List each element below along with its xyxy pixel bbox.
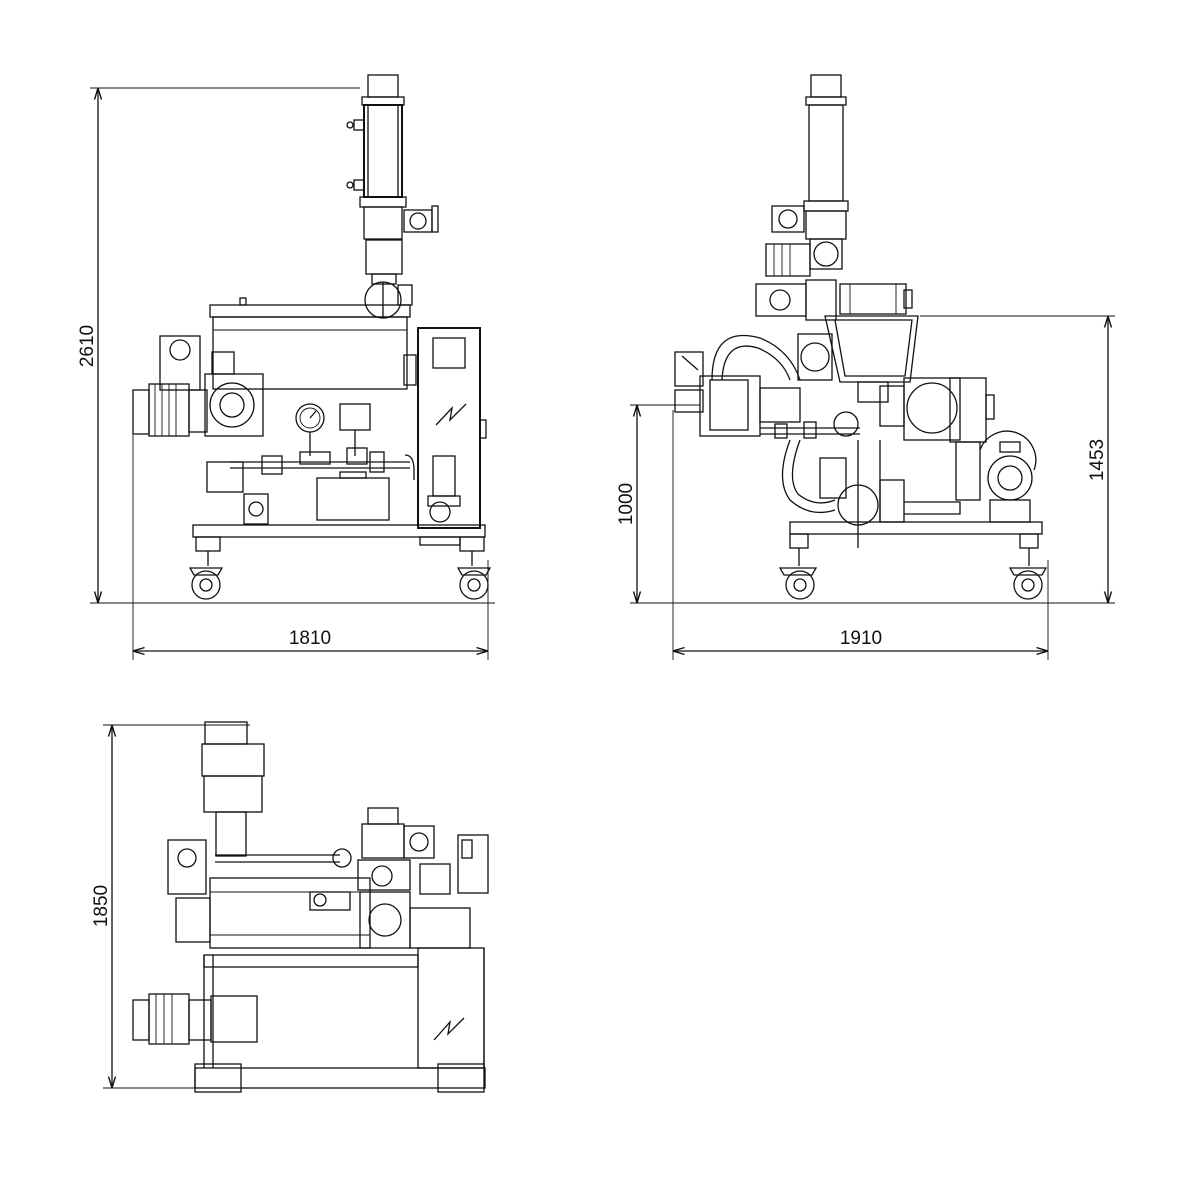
control-cabinet — [417, 327, 487, 529]
plan-left-motors — [132, 839, 258, 1045]
pump-unit — [427, 455, 461, 523]
side-frame — [778, 440, 1048, 600]
dimension-side-width: 1910 — [673, 628, 1048, 651]
dimension-label-side-width: 1910 — [840, 628, 882, 649]
plan-view: 1850 — [91, 721, 489, 1093]
side-feed-column — [765, 74, 849, 277]
front-frame — [188, 524, 492, 600]
dimension-label-top-depth: 1850 — [91, 885, 112, 927]
plan-column — [201, 721, 265, 857]
dimension-front-height: 2610 — [77, 88, 98, 603]
dimension-label-front-height: 2610 — [77, 325, 98, 367]
side-motors — [755, 279, 913, 321]
feed-column — [346, 74, 439, 319]
plan-base — [194, 954, 486, 1093]
dimension-side-height-low: 1000 — [616, 405, 637, 603]
front-piping — [230, 451, 415, 480]
plan-center-motors — [357, 807, 451, 949]
side-elevation-view: 1000 1453 1910 — [616, 74, 1115, 660]
side-pump — [674, 351, 801, 437]
dimension-label-front-width: 1810 — [289, 628, 331, 649]
dimension-front-width: 1810 — [133, 628, 488, 651]
dimension-top-depth: 1850 — [91, 725, 112, 1088]
main-motor — [132, 335, 264, 437]
side-drum — [879, 377, 995, 501]
plan-cabinet — [409, 834, 489, 1069]
side-hose — [711, 334, 836, 514]
lower-tank — [206, 461, 390, 525]
side-valves — [760, 411, 860, 439]
dimension-label-side-height-low: 1000 — [616, 483, 637, 525]
pressure-gauge — [295, 403, 371, 465]
plan-trough — [209, 848, 371, 949]
side-lower-pump — [819, 430, 1037, 526]
dimension-label-side-height-high: 1453 — [1087, 439, 1108, 481]
dimension-side-height-high: 1453 — [1087, 316, 1108, 603]
mixer-trough — [209, 297, 417, 390]
front-elevation-view: 2610 1810 — [77, 74, 495, 660]
side-hopper — [797, 315, 919, 403]
